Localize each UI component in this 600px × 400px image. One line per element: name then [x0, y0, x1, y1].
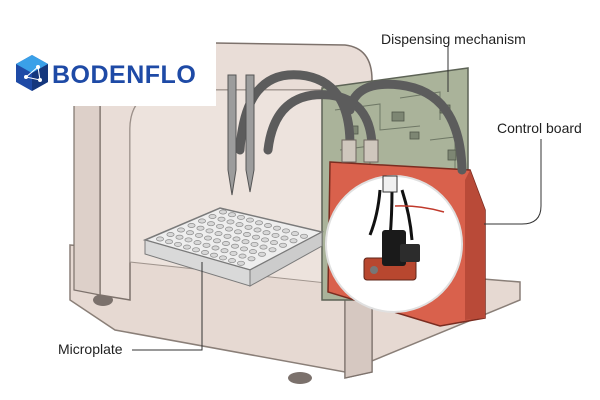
- microplate-well: [202, 242, 211, 248]
- microplate-wells: [156, 209, 308, 266]
- microplate-well: [262, 230, 271, 236]
- microplate-well: [238, 253, 247, 259]
- mini-pump-image: [363, 175, 445, 281]
- microplate-well: [208, 214, 217, 219]
- microplate-well: [187, 223, 196, 228]
- microplate-well: [243, 232, 251, 237]
- microplate-well: [282, 228, 290, 234]
- microplate-well: [268, 247, 277, 253]
- callout-leaders: [132, 46, 542, 351]
- microplate-well: [216, 223, 224, 229]
- microplate-well: [237, 260, 245, 266]
- microplate-well: [222, 241, 230, 246]
- microplate-well: [258, 251, 266, 257]
- fitting-left: [341, 139, 357, 163]
- microplate-well: [219, 255, 227, 261]
- microplate-well: [211, 245, 220, 251]
- microplate-well: [183, 244, 191, 250]
- microplate-well: [291, 231, 299, 237]
- microplate-well: [201, 250, 209, 255]
- brand-name: BODENFLO: [52, 61, 197, 89]
- dispensing-needles: [227, 74, 255, 196]
- microplate-right: [249, 231, 323, 287]
- foot-right: [288, 372, 312, 384]
- microplate-well: [225, 226, 233, 232]
- leader-control: [484, 139, 542, 225]
- microplate-well: [250, 241, 259, 247]
- microplate-well: [246, 217, 254, 223]
- microplate-well: [198, 218, 206, 224]
- microplate-well: [220, 248, 229, 254]
- microplate-well: [229, 250, 238, 256]
- microplate-well: [223, 233, 232, 239]
- microplate-well: [241, 239, 250, 245]
- microplate-well: [259, 244, 268, 250]
- label-dispensing-mechanism: Dispensing mechanism: [381, 31, 526, 47]
- microplate-well: [207, 221, 215, 227]
- housing-pillar: [73, 87, 101, 296]
- microplate-well: [255, 220, 263, 226]
- leader-microplate: [132, 262, 203, 351]
- microplate-well: [228, 212, 236, 218]
- microplate-well: [192, 247, 200, 253]
- microplate-well: [249, 249, 257, 255]
- microplate-well: [228, 258, 236, 264]
- microplate-well: [231, 243, 239, 249]
- microplate-well: [213, 238, 221, 244]
- microplate-well: [174, 241, 182, 247]
- microplate-well: [237, 214, 245, 220]
- microplate-well: [195, 232, 203, 238]
- microplate-well: [289, 238, 298, 244]
- microplate-well: [247, 256, 256, 262]
- microplate-well: [184, 237, 193, 243]
- microplate-well: [217, 216, 226, 222]
- label-microplate: Microplate: [58, 341, 123, 357]
- microplate-well: [244, 224, 253, 230]
- microplate-well: [214, 231, 223, 237]
- microplate-well: [165, 239, 173, 245]
- microplate-well: [253, 227, 262, 233]
- brand-logo-block: [0, 40, 216, 106]
- pump-module-side: [465, 170, 485, 320]
- microplate-well: [271, 232, 280, 238]
- microplate-well: [261, 237, 269, 243]
- microplate-well: [210, 252, 218, 258]
- microplate-well: [175, 234, 184, 240]
- microplate-well: [270, 240, 278, 246]
- microplate-well: [235, 222, 244, 228]
- microplate-well: [300, 233, 308, 239]
- microplate-well: [280, 235, 289, 241]
- microplate-well: [240, 246, 248, 252]
- microplate-well: [205, 228, 214, 234]
- microplate-well: [177, 227, 185, 233]
- microplate-well: [204, 235, 212, 241]
- microplate-well: [273, 225, 281, 231]
- microplate-well: [196, 225, 205, 231]
- microplate-well: [186, 230, 194, 236]
- fitting-right: [363, 139, 379, 163]
- microplate-well: [219, 209, 227, 215]
- microplate-well: [279, 242, 287, 248]
- microplate-well: [156, 236, 164, 242]
- microplate-well: [234, 229, 242, 235]
- microplate-well: [252, 234, 260, 240]
- microplate-well: [226, 219, 235, 225]
- microplate-well: [232, 236, 241, 242]
- label-control-board: Control board: [497, 120, 582, 136]
- microplate-well: [166, 232, 175, 237]
- cube-logo-icon: [16, 55, 48, 91]
- microplate-well: [193, 240, 202, 246]
- microplate-well: [264, 223, 272, 228]
